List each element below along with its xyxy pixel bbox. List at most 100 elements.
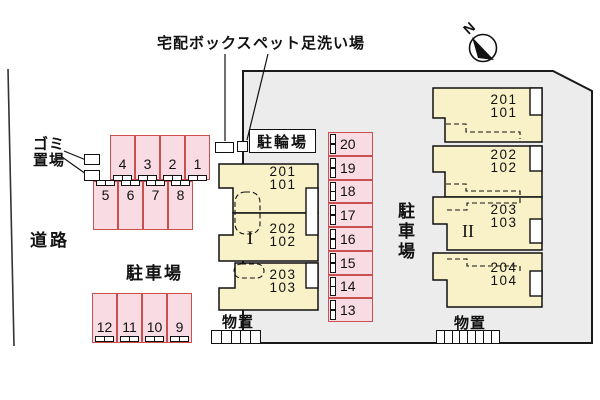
entry-path-dashed [447, 198, 521, 211]
room-numbers-unit: 203 103 [253, 267, 313, 295]
wheel-stopper [330, 157, 336, 168]
room-lower: 103 [490, 214, 518, 230]
entry-path-dashed [446, 183, 521, 196]
parking-space: 20 [328, 132, 373, 156]
pet-wash-leader-line [246, 53, 269, 141]
parking-space-number: 8 [176, 187, 185, 203]
building-2-outline [432, 87, 543, 308]
parking-space-number: 20 [340, 135, 356, 152]
parking-space: 7 [143, 180, 168, 230]
wheel-stopper [330, 143, 336, 154]
storage-units-1 [211, 330, 262, 344]
parking-space-number: 1 [193, 156, 202, 172]
garbage-label-line2: 置場 [32, 152, 65, 169]
room-lower: 103 [269, 279, 297, 295]
wheel-stopper [155, 180, 165, 186]
building-2-name: II [462, 221, 474, 241]
parking-space: 18 [328, 179, 373, 204]
garbage-bin-marker [84, 170, 100, 181]
parking-space-number: 12 [96, 319, 113, 335]
wheel-stopper [330, 310, 336, 320]
road-label: 道路 [30, 231, 70, 250]
parking-space-number: 7 [151, 187, 160, 203]
bicycle-parking-label: 駐輪場 [256, 133, 308, 151]
room-upper: 201 [490, 92, 518, 107]
pet-wash-marker [237, 141, 248, 152]
parking-space-number: 2 [168, 156, 177, 172]
room-lower: 102 [490, 159, 518, 175]
wheel-stopper [330, 191, 336, 202]
wheel-stopper [330, 181, 336, 192]
room-upper: 202 [490, 147, 518, 162]
balcony [529, 218, 543, 244]
parking-space-number: 10 [146, 319, 163, 335]
parking-row-5-8: 5 6 7 8 [93, 180, 193, 230]
pet-wash-label: ペット足洗い場 [253, 35, 366, 52]
parking-space-number: 3 [143, 156, 152, 172]
wheel-stopper [330, 262, 336, 273]
room-numbers-unit: 202 102 [474, 147, 534, 175]
parking-space: 9 [167, 293, 192, 343]
parking-area-label-vertical: 駐車場 [395, 202, 414, 262]
entry-path-dashed [233, 263, 265, 279]
storage-label-1: 物置 [221, 314, 254, 331]
room-upper: 203 [490, 202, 518, 217]
parking-space: 4 [110, 135, 135, 181]
parking-space-number: 18 [340, 183, 356, 200]
parking-space-number: 17 [340, 207, 356, 224]
parking-space-number: 15 [340, 254, 356, 271]
bicycle-parking-box: 駐輪場 [249, 129, 316, 153]
parking-space: 5 [93, 180, 118, 230]
parking-space-number: 6 [126, 187, 135, 203]
wheel-stopper [154, 336, 164, 342]
parking-space-number: 4 [118, 156, 127, 172]
room-lower: 101 [269, 176, 297, 192]
parking-space: 19 [328, 155, 373, 180]
garbage-leader-line-2 [61, 156, 87, 175]
room-upper: 203 [269, 267, 297, 282]
storage-units-2 [436, 330, 500, 344]
storage-cell [250, 330, 262, 344]
entry-path-dashed [234, 191, 261, 235]
wheel-stopper [330, 229, 336, 239]
room-numbers-unit: 203 103 [474, 202, 534, 230]
entry-path-dashed [446, 123, 521, 139]
parking-space: 2 [160, 135, 185, 181]
room-upper: 201 [269, 164, 297, 179]
room-upper: 202 [269, 221, 297, 236]
storage-label-2: 物置 [453, 315, 486, 332]
wheel-stopper [197, 175, 207, 181]
room-lower: 102 [269, 233, 297, 249]
wheel-stopper [330, 238, 336, 249]
parking-space-number: 16 [340, 230, 356, 247]
wheel-stopper [330, 286, 336, 297]
parking-space-number: 19 [340, 159, 356, 176]
parking-space-number: 9 [175, 319, 184, 335]
parking-space-number: 13 [340, 302, 356, 319]
parking-space: 10 [142, 293, 167, 343]
parking-space: 3 [135, 135, 160, 181]
room-numbers-unit: 202 102 [253, 221, 313, 249]
parking-space: 14 [328, 274, 373, 299]
wheel-stopper [180, 180, 190, 186]
parking-space: 1 [185, 135, 210, 181]
balcony [305, 187, 319, 236]
parking-space: 12 [92, 293, 117, 343]
room-numbers-unit: 201 101 [253, 164, 313, 192]
wheel-stopper [330, 252, 336, 263]
wheel-stopper [330, 205, 336, 216]
parking-space: 15 [328, 250, 373, 275]
parking-space: 8 [168, 180, 193, 230]
wheel-stopper [330, 167, 336, 178]
parking-space: 11 [117, 293, 142, 343]
north-compass-icon [468, 33, 498, 63]
building-1-name: I [246, 228, 254, 249]
wheel-stopper [179, 336, 189, 342]
garbage-leader-line-1 [63, 150, 87, 161]
wheel-stopper [129, 336, 139, 342]
room-lower: 104 [490, 272, 518, 288]
wheel-stopper [330, 276, 336, 287]
wheel-stopper [130, 180, 140, 186]
